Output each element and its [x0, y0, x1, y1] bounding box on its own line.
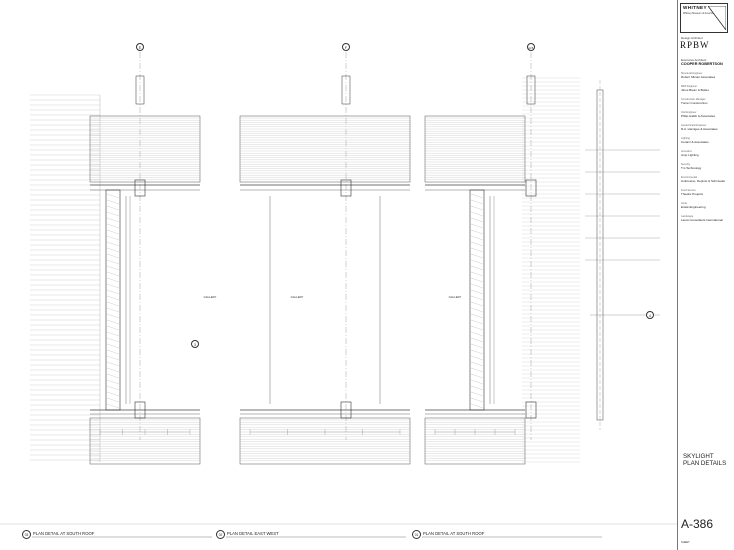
consultant-role: Code [681, 202, 687, 205]
consultant-name: Ambrosino, Depinto & Schmieder [681, 179, 726, 183]
design-architect-label: Design Architect [681, 36, 703, 40]
grid-marker-4: 4 [646, 311, 654, 319]
plan-number-bubble: 02 [216, 530, 225, 539]
consultant-name: Cerami & Associates [681, 140, 709, 144]
consultant-name: Laura Consultants International [681, 218, 723, 222]
title-block [677, 0, 734, 550]
consultant-name: Robert Silman Associates [681, 75, 716, 79]
sheet-label: SHEET [681, 541, 690, 544]
sheet-title: SKYLIGHT PLAN DETAILS [683, 453, 726, 467]
consultant-role: Security [681, 163, 691, 166]
client-logo-caption: Whitney Museum of American Art [683, 12, 719, 15]
room-label-gallery: GALLERY [290, 295, 304, 299]
consultant-name: Entek Engineering [681, 205, 706, 209]
consultant-name: Turner Construction [681, 101, 708, 105]
plan-drawings [0, 52, 677, 538]
consultant-role: Geotechnical Engineer [681, 124, 707, 127]
whitney-mark-icon [708, 6, 726, 30]
consultant-role: MEP Engineer [681, 85, 698, 88]
consultant-name: R.A. Heintges & Associates [681, 127, 718, 131]
client-logo: WHITNEY [683, 5, 707, 10]
consultant-name: Jaros Baum & Bolles [681, 88, 709, 92]
grid-marker-f: F [342, 43, 350, 51]
plan-number-bubble: 03 [22, 530, 31, 539]
grid-marker-e: E [136, 43, 144, 51]
client-logo-box [680, 3, 728, 33]
sheet-number: A-386 [681, 517, 714, 531]
plan-title: PLAN DETAIL AT SOUTH ROOF [423, 531, 485, 536]
executive-architect-name: COOPER ROBERTSON [681, 62, 723, 66]
consultant-role: Structural Engineer [681, 72, 703, 75]
consultant-role: Landscape [681, 215, 694, 218]
consultant-role: Civil Engineer [681, 111, 697, 114]
consultant-name: Arup Lighting [681, 153, 699, 157]
sheet-title-line2: PLAN DETAILS [683, 460, 727, 468]
consultant-name: Tm Technology [681, 166, 702, 170]
grid-marker-h5: H.5 [527, 43, 535, 51]
consultant-role: Construction Manager [681, 98, 706, 101]
consultant-name: Theatre Projects [681, 192, 704, 196]
sheet-title-line1: SKYLIGHT [683, 453, 714, 460]
consultant-role: Food Service [681, 189, 696, 192]
plan-number-bubble: 01 [412, 530, 421, 539]
consultant-role: Acoustics [681, 150, 692, 153]
grid-marker-3: 3 [191, 340, 199, 348]
consultant-role: Lighting [681, 137, 690, 140]
room-label-gallery: GALLERY [448, 295, 462, 299]
roof-hatch-left [30, 77, 580, 463]
plan-title: PLAN DETAIL AT SOUTH ROOF [33, 531, 95, 536]
plan-title: PLAN DETAIL EAST WEST [227, 531, 279, 536]
executive-architect-label: Executive Architect [681, 58, 707, 62]
consultant-role: Environmental [681, 176, 697, 179]
consultant-name: Philip Habib & Associates [681, 114, 716, 118]
design-architect-name: RPBW [680, 40, 710, 50]
room-label-gallery: GALLERY [203, 295, 217, 299]
